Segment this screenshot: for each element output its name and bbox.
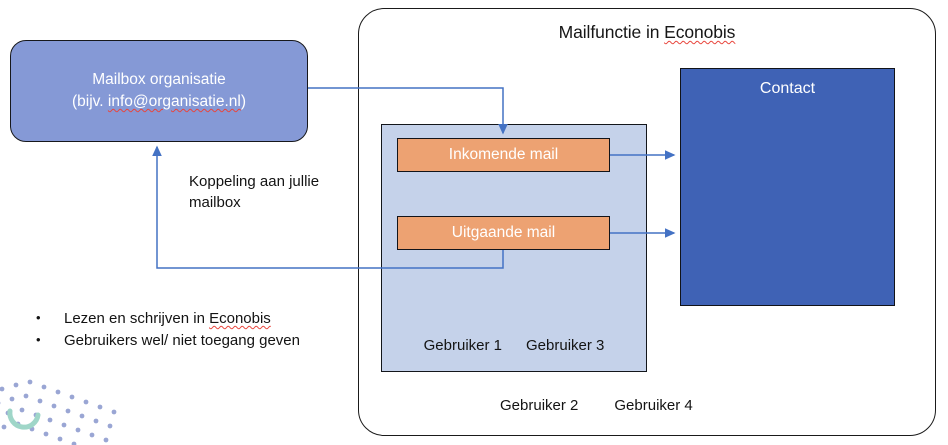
- inkomende-mail-box[interactable]: Inkomende mail: [397, 138, 610, 172]
- mailbox-line1: Mailbox organisatie: [92, 71, 226, 88]
- user-label-2: Gebruiker 2: [500, 397, 579, 414]
- mailbox-line2-pre: (bijv.: [72, 93, 108, 110]
- user-label-3: Gebruiker 3: [526, 337, 605, 354]
- panel-title: Mailfunctie in Econobis: [358, 22, 936, 43]
- bullet-text-marked: Econobis: [209, 310, 271, 327]
- koppeling-note: Koppeling aan jullie mailbox: [189, 173, 320, 211]
- user-label-4: Gebruiker 4: [614, 397, 693, 414]
- decorative-dots-pattern: [0, 379, 117, 445]
- contact-box[interactable]: Contact: [680, 68, 895, 306]
- inkomende-mail-label: Inkomende mail: [448, 146, 559, 163]
- bullet-marker: •: [36, 331, 41, 347]
- list-item: • Lezen en schrijven in Econobis: [36, 308, 356, 330]
- bullet-marker: •: [36, 310, 41, 325]
- uitgaande-mail-box[interactable]: Uitgaande mail: [397, 216, 610, 250]
- user-label-1: Gebruiker 1: [423, 337, 502, 354]
- gebruikers-box-labels: Gebruiker 1 Gebruiker 3: [382, 337, 646, 354]
- bullet-text-pre: Lezen en schrijven in: [64, 310, 210, 327]
- contact-label: Contact: [759, 80, 816, 97]
- bullet-text: Lezen en schrijven in Econobis: [64, 308, 356, 330]
- mailbox-email: info@organisatie.nl: [107, 93, 241, 110]
- bullet-text: Gebruikers wel/ niet toegang geven: [64, 331, 300, 349]
- gebruikers-below-labels: Gebruiker 2 Gebruiker 4: [500, 397, 693, 414]
- list-item: • Gebruikers wel/ niet toegang geven: [36, 330, 356, 352]
- panel-title-text: Mailfunctie in: [558, 22, 665, 42]
- panel-title-marked: Econobis: [664, 22, 736, 42]
- mailbox-line2-post: ): [240, 93, 246, 110]
- mailbox-line2: (bijv. info@organisatie.nl): [72, 91, 246, 113]
- mailbox-organisatie-box[interactable]: Mailbox organisatie (bijv. info@organisa…: [10, 40, 308, 142]
- bullet-list: • Lezen en schrijven in Econobis • Gebru…: [36, 308, 356, 352]
- uitgaande-mail-label: Uitgaande mail: [451, 224, 556, 241]
